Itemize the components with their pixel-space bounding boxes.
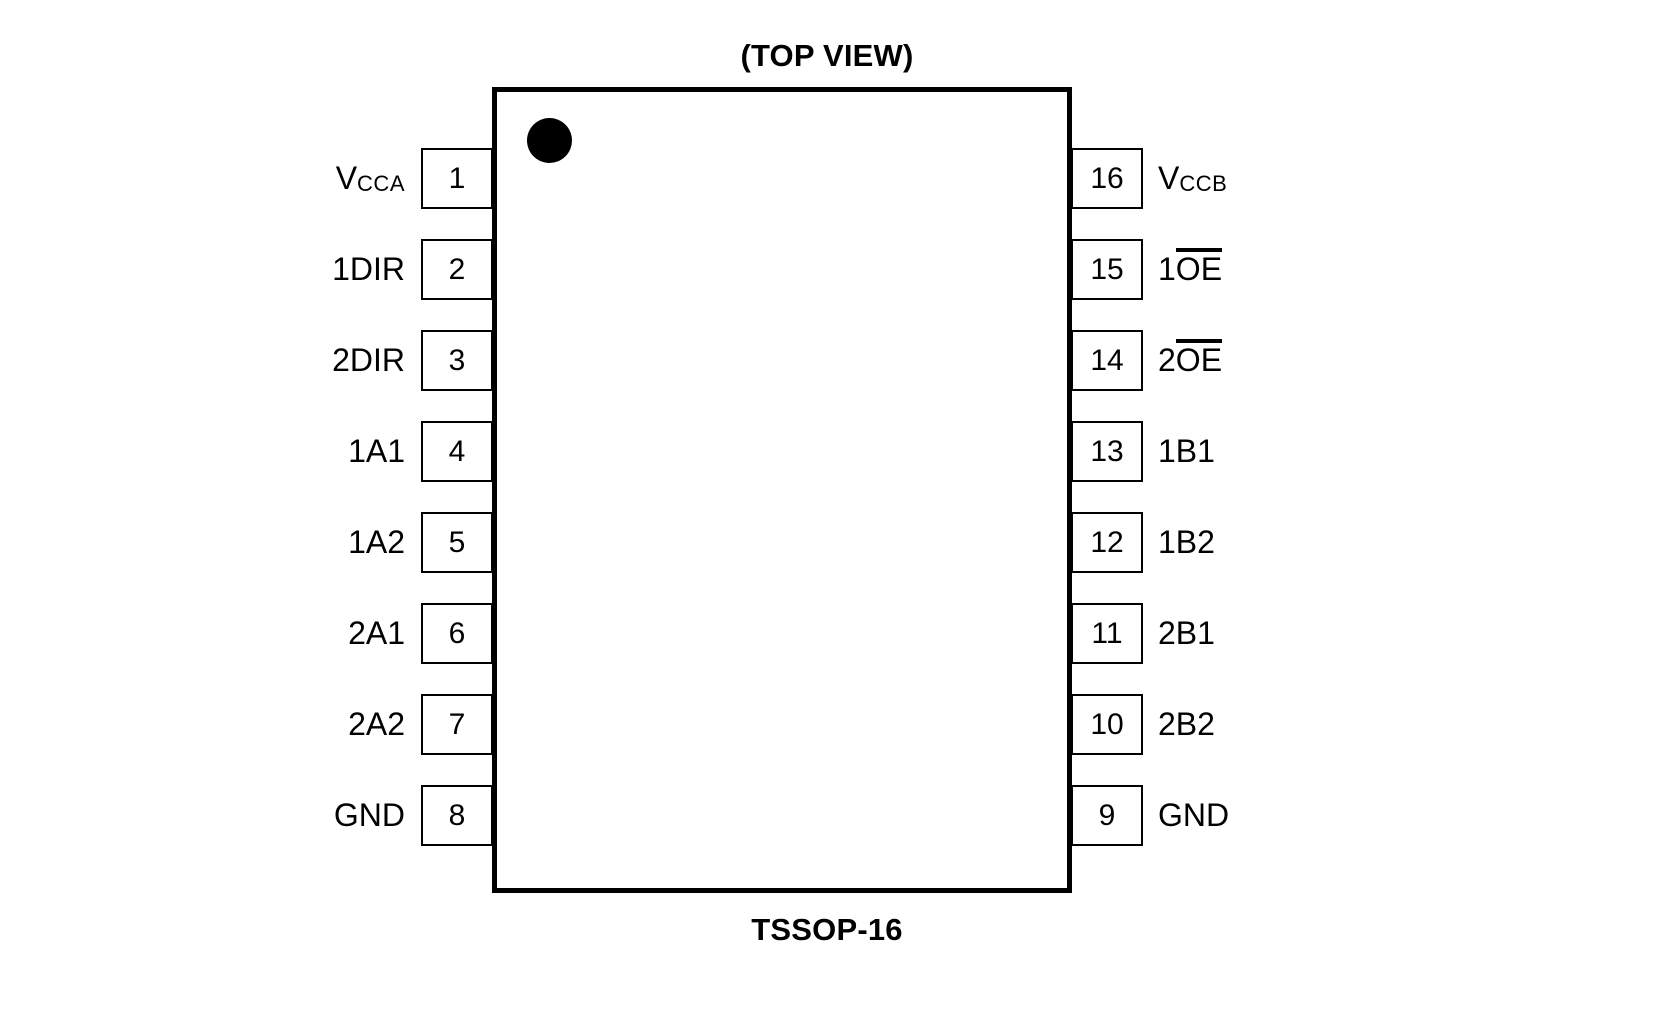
pin-box-1[interactable]: 1: [421, 148, 493, 209]
pin-name-overbar: OE: [1175, 339, 1223, 376]
pin-box-11[interactable]: 11: [1071, 603, 1143, 664]
pin-name-main: 2A1: [348, 615, 405, 651]
pin-name-main: 1A1: [348, 433, 405, 469]
pin-box-8[interactable]: 8: [421, 785, 493, 846]
pin-name-main: GND: [333, 797, 405, 833]
pin-name-overbar: OE: [1175, 248, 1223, 285]
pin-name-subscript: CCB: [1179, 171, 1228, 196]
pin-label-6: 2A1: [348, 603, 405, 664]
pin-box-10[interactable]: 10: [1071, 694, 1143, 755]
pin-label-14: 2OE: [1158, 330, 1223, 391]
pin-label-2: 1DIR: [332, 239, 405, 300]
pin-1-dot-icon: [527, 118, 572, 163]
pin-label-13: 1B1: [1158, 421, 1215, 482]
pin-name-main: 2B1: [1158, 615, 1215, 651]
pin-box-12[interactable]: 12: [1071, 512, 1143, 573]
pin-box-4[interactable]: 4: [421, 421, 493, 482]
top-view-title: (TOP VIEW): [740, 38, 914, 73]
pin-label-1: VCCA: [336, 148, 405, 212]
pin-label-9: GND: [1158, 785, 1229, 846]
pin-box-7[interactable]: 7: [421, 694, 493, 755]
pin-box-14[interactable]: 14: [1071, 330, 1143, 391]
pin-name-main: 1: [1158, 251, 1176, 287]
pin-box-3[interactable]: 3: [421, 330, 493, 391]
pin-name-main: V: [1158, 160, 1180, 196]
pin-name-main: 2A2: [348, 706, 405, 742]
package-caption: TSSOP-16: [751, 912, 903, 947]
pin-box-2[interactable]: 2: [421, 239, 493, 300]
pin-name-main: 2DIR: [332, 342, 405, 378]
pin-box-13[interactable]: 13: [1071, 421, 1143, 482]
pin-box-5[interactable]: 5: [421, 512, 493, 573]
chip-body-outline: [492, 87, 1072, 893]
pin-box-16[interactable]: 16: [1071, 148, 1143, 209]
pin-name-main: 2B2: [1158, 706, 1215, 742]
pin-label-3: 2DIR: [332, 330, 405, 391]
pin-label-5: 1A2: [348, 512, 405, 573]
pin-label-16: VCCB: [1158, 148, 1227, 212]
pin-name-main: 1A2: [348, 524, 405, 560]
pin-name-main: 1DIR: [332, 251, 405, 287]
pin-name-main: 1B1: [1158, 433, 1215, 469]
pin-box-15[interactable]: 15: [1071, 239, 1143, 300]
pin-name-subscript: CCA: [357, 171, 405, 196]
pin-label-15: 1OE: [1158, 239, 1223, 300]
pin-box-9[interactable]: 9: [1071, 785, 1143, 846]
pin-name-main: GND: [1158, 797, 1230, 833]
pin-label-11: 2B1: [1158, 603, 1215, 664]
pin-label-8: GND: [334, 785, 405, 846]
pin-name-main: V: [335, 160, 358, 196]
pin-name-main: 2: [1158, 342, 1176, 378]
pin-label-4: 1A1: [348, 421, 405, 482]
pin-label-12: 1B2: [1158, 512, 1215, 573]
pin-label-7: 2A2: [348, 694, 405, 755]
pin-box-6[interactable]: 6: [421, 603, 493, 664]
pin-name-main: 1B2: [1158, 524, 1215, 560]
pin-label-10: 2B2: [1158, 694, 1215, 755]
